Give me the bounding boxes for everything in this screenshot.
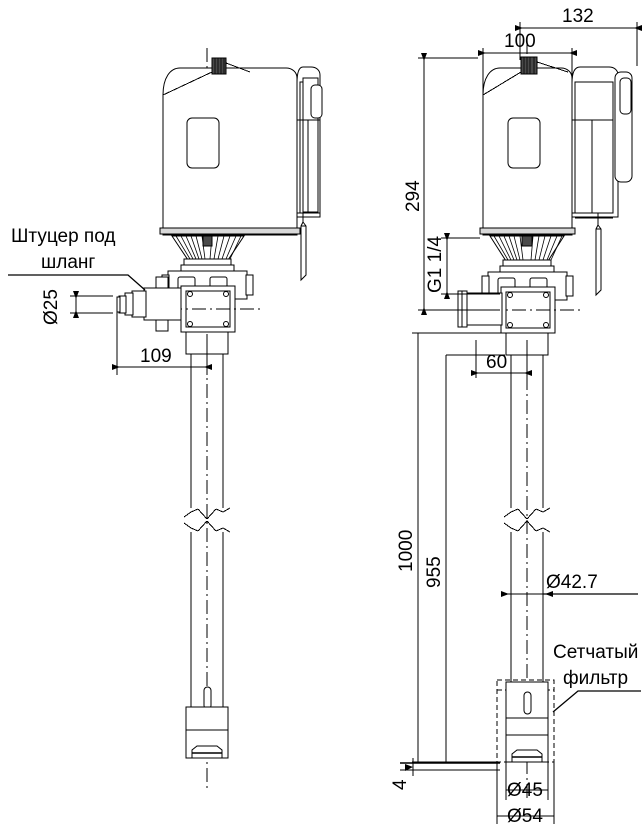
motor-fins-left: [171, 235, 245, 273]
power-cable-right: [595, 213, 602, 297]
suction-tube-right: [503, 332, 551, 690]
dim-1000: 1000: [396, 332, 505, 763]
dim-4: 4: [390, 758, 500, 790]
power-cable-left: [300, 212, 307, 282]
motor-housing-left: [159, 57, 323, 236]
dim-109: 109: [112, 312, 212, 375]
dim-thread: G1 1/4: [425, 233, 500, 299]
dim-hose-diameter: Ø25: [41, 289, 113, 325]
motor-nameplate-right: [507, 117, 541, 169]
intake-slot-right: [523, 691, 532, 715]
dim-filter-inner-text: Ø45: [507, 780, 543, 801]
dim-294: 294: [403, 53, 500, 315]
mesh-filter-sleeve: [496, 679, 555, 763]
dim-filter-outer-text: Ø54: [507, 806, 543, 827]
mesh-filter-label-line2: фильтр: [563, 668, 628, 689]
outlet-head-left: [120, 285, 262, 333]
outlet-head-right: [440, 286, 582, 334]
label-mesh-filter: Сетчатый фильтр: [552, 642, 641, 713]
dim-1000-text: 1000: [396, 530, 417, 572]
motor-housing-right: [479, 56, 633, 236]
motor-nameplate: [186, 117, 220, 169]
dim-filter-outer: Ø54: [496, 762, 555, 827]
dim-tube-diameter-text: Ø42.7: [546, 572, 598, 593]
intake-slot-left: [203, 686, 212, 710]
dim-tube-diameter: Ø42.7: [501, 572, 638, 597]
right-view: Сетчатый фильтр 132 100: [390, 6, 642, 827]
dim-132: 132: [515, 6, 642, 66]
hose-nipple-label-line1: Штуцер под: [11, 226, 115, 247]
dim-100: 100: [478, 31, 577, 95]
dim-4-text: 4: [390, 779, 411, 790]
mesh-filter-right: [496, 679, 555, 763]
dim-100-text: 100: [504, 31, 536, 52]
dim-60: 60: [471, 340, 532, 378]
dim-60-text: 60: [486, 352, 507, 373]
motor-fins-right: [489, 235, 565, 274]
mesh-filter-label-line1: Сетчатый: [553, 642, 638, 663]
hose-nipple-label-line2: шланг: [41, 252, 95, 273]
dim-hose-diameter-text: Ø25: [41, 289, 62, 325]
carry-handle-right: [520, 56, 538, 75]
label-hose-nipple: Штуцер под шланг: [8, 226, 146, 291]
dim-thread-text: G1 1/4: [425, 236, 446, 293]
dim-filter-inner: Ø45: [505, 762, 549, 801]
hose-nipple-left: [116, 276, 182, 332]
dim-294-text: 294: [403, 180, 424, 212]
left-view: Штуцер под шланг Ø25 109: [8, 48, 323, 790]
dim-955-text: 955: [424, 556, 445, 588]
dim-132-text: 132: [562, 6, 594, 27]
dim-109-text: 109: [140, 346, 172, 367]
dim-955: 955: [424, 354, 505, 763]
